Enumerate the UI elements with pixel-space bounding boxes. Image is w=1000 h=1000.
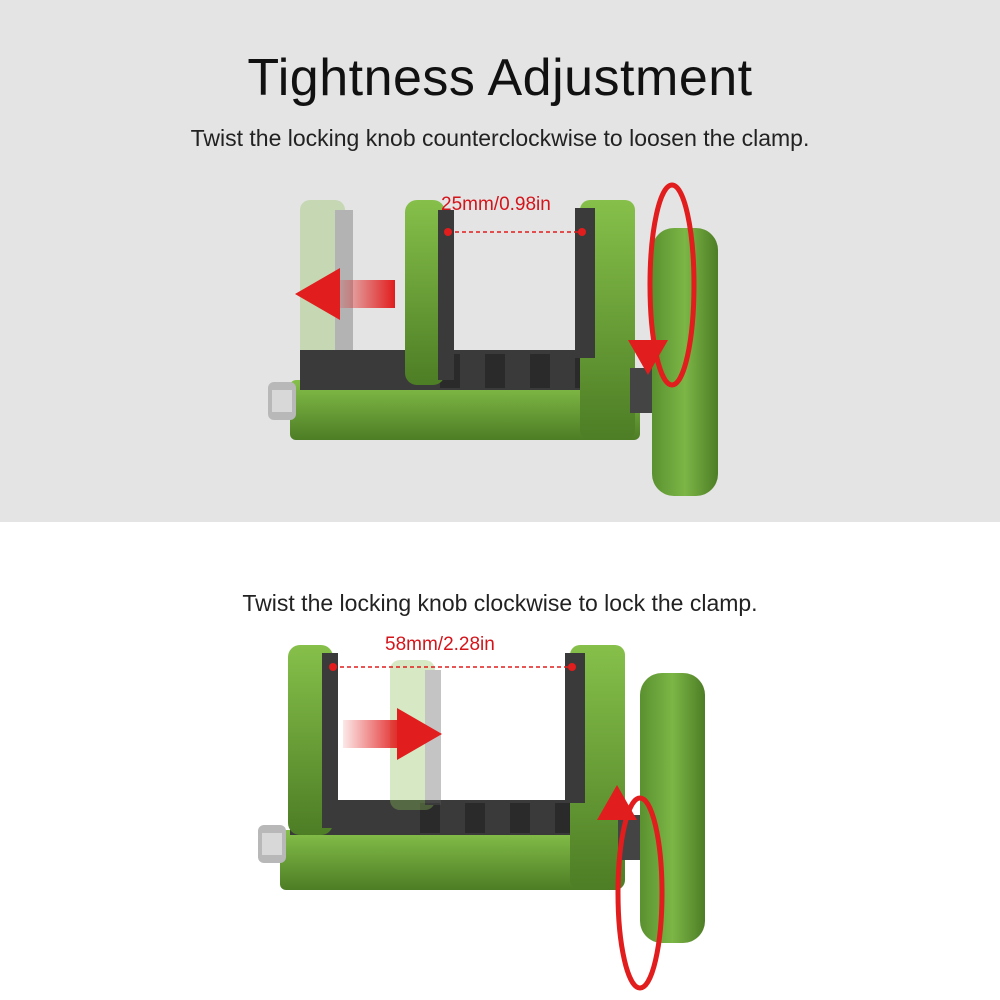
- lock-instruction: Twist the locking knob clockwise to lock…: [242, 590, 758, 616]
- moving-jaw: [405, 200, 454, 385]
- arrow-left-icon: [295, 268, 395, 320]
- loosen-measurement-label: 25mm/0.98in: [441, 194, 551, 215]
- rotate-counterclockwise-icon: [628, 182, 697, 388]
- clamp-base: [280, 830, 620, 890]
- page-title: Tightness Adjustment: [247, 49, 753, 107]
- clamp-lock-illustration: [258, 645, 705, 991]
- bottom-panel: [0, 522, 1000, 1000]
- clamp-loosen-illustration: [268, 182, 718, 496]
- loosen-instruction: Twist the locking knob counterclockwise …: [190, 125, 810, 151]
- fixed-jaw: [575, 200, 635, 440]
- clamp-base: [290, 380, 640, 440]
- locking-knob: [640, 673, 705, 943]
- moving-jaw: [288, 645, 338, 835]
- arrow-right-icon: [343, 708, 442, 760]
- fixed-jaw: [565, 645, 625, 890]
- lock-measurement-label: 58mm/2.28in: [385, 634, 495, 655]
- rotate-clockwise-icon: [597, 785, 665, 991]
